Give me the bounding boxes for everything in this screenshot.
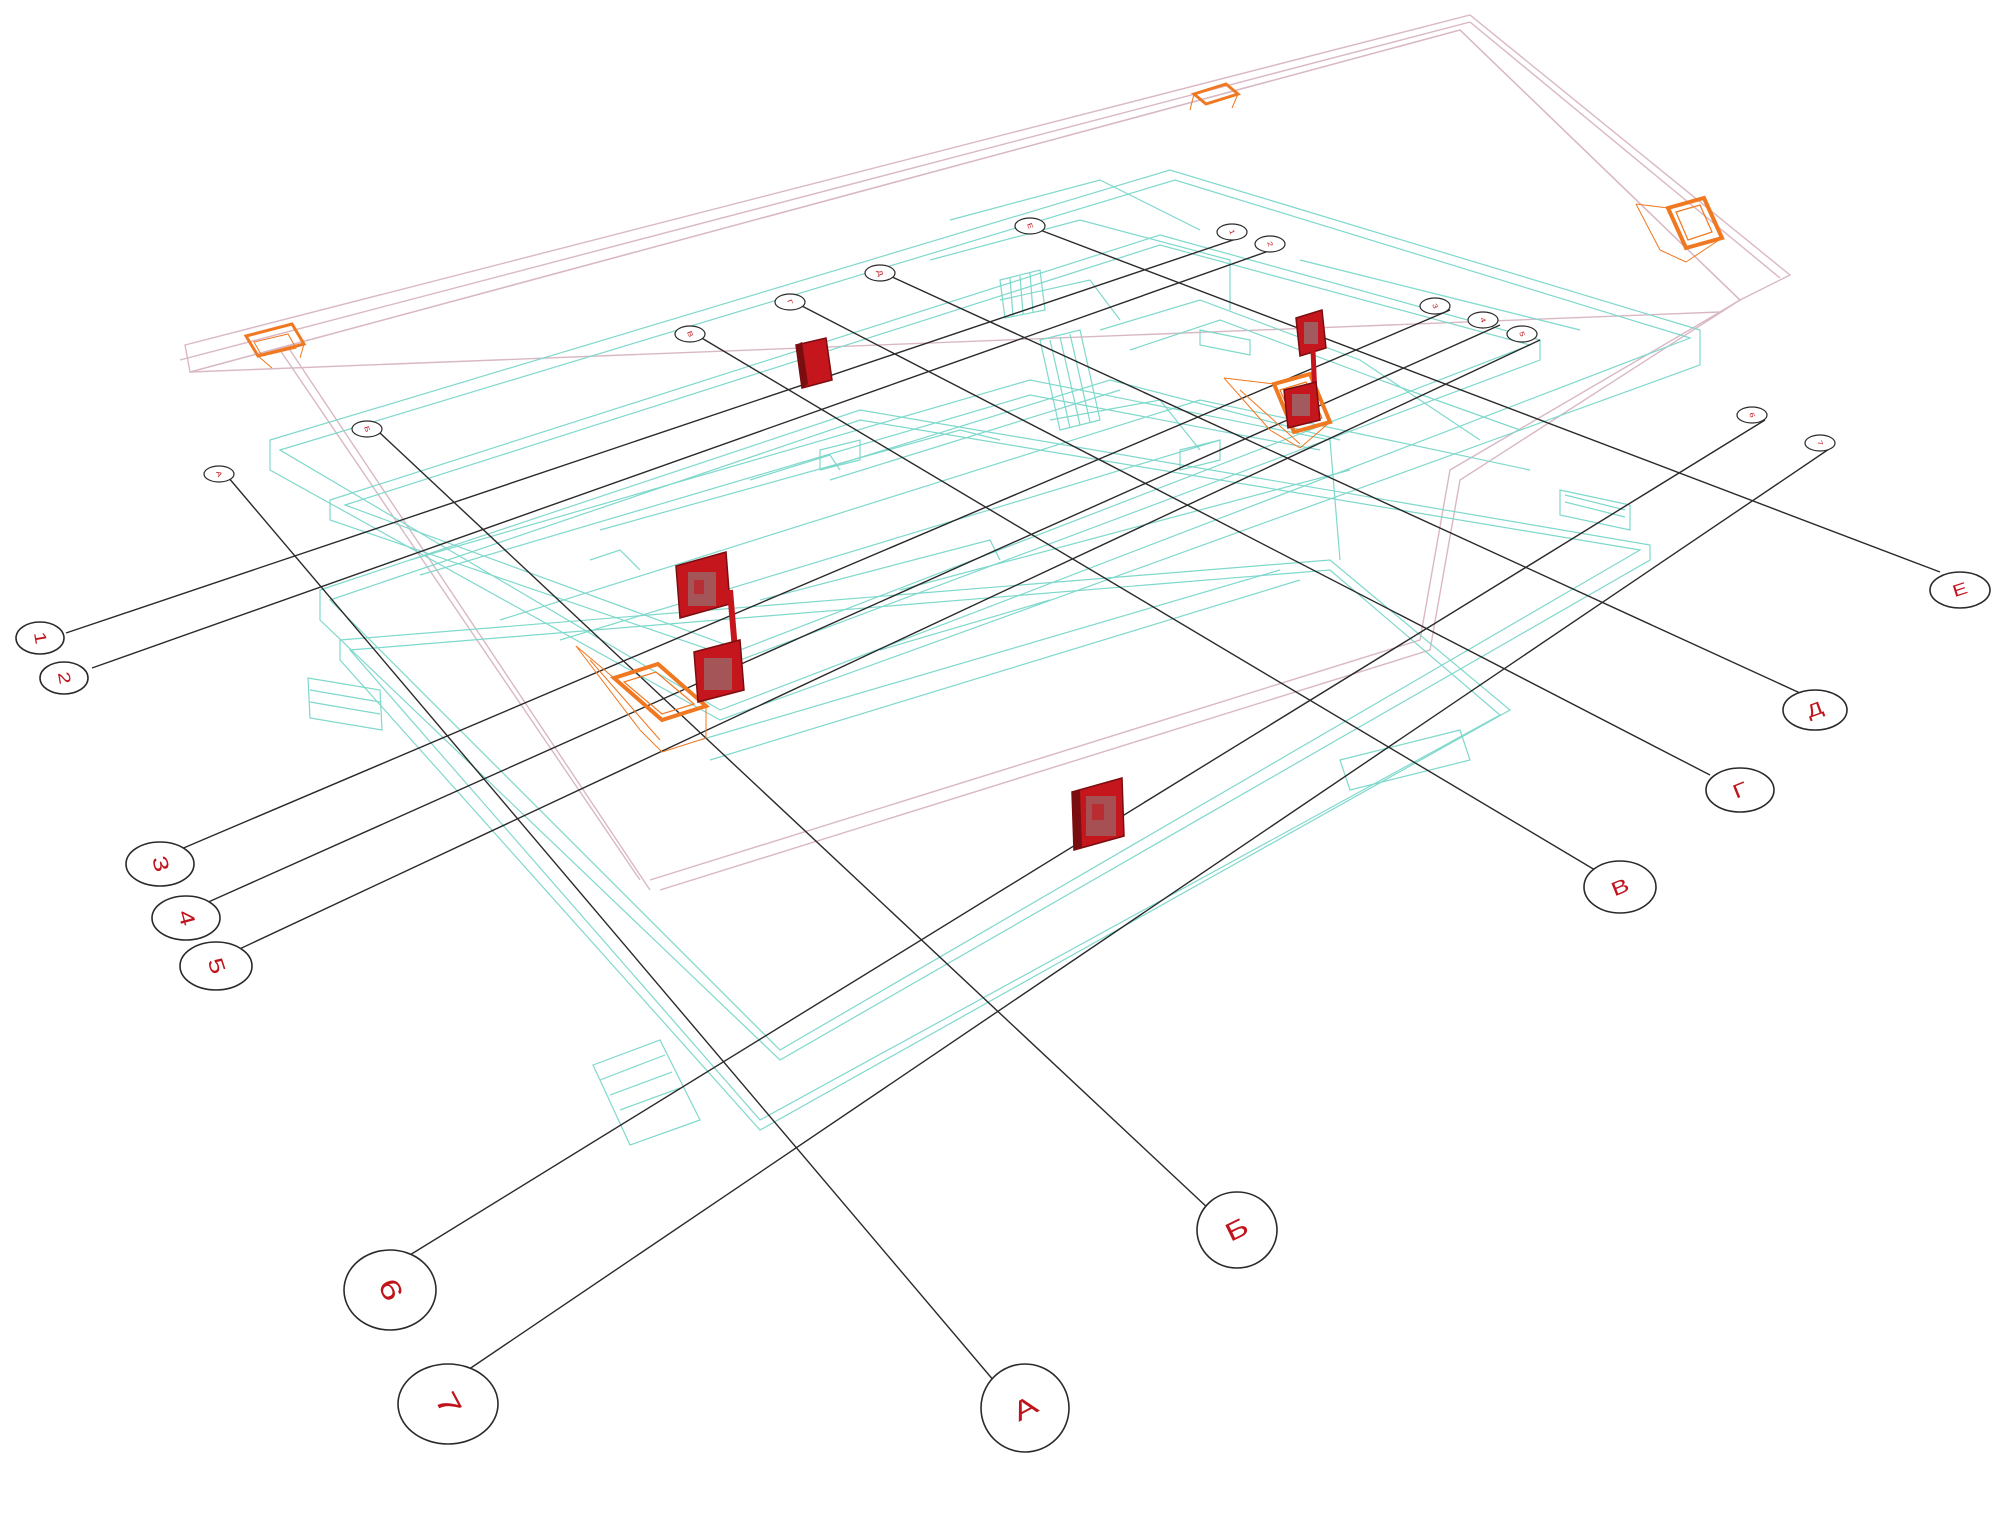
far-marker-Д: Д xyxy=(864,264,896,282)
far-axis-markers: 1 2 3 4 5 6 7А Б В Г Д Е xyxy=(203,217,1836,483)
axis-line-А xyxy=(227,476,1001,1389)
axis-line-5 xyxy=(215,339,1541,961)
axis-line-Е xyxy=(1039,229,1941,573)
fire-hose-cabinet-icon xyxy=(795,337,833,389)
far-marker-Г: Г xyxy=(774,293,806,311)
axis-bubbles: 1 2 3 4 5 6 7 А Б В Г Д Е xyxy=(15,571,1991,1453)
axis-line-Б xyxy=(379,432,1211,1211)
far-marker-Е: Е xyxy=(1014,217,1046,235)
roof-hatch-icon xyxy=(1635,195,1725,263)
far-marker-Д-label: Д xyxy=(875,269,884,278)
far-marker-3: 3 xyxy=(1419,297,1451,315)
axis-bubble-1: 1 xyxy=(15,621,65,655)
far-marker-А-label: А xyxy=(214,470,223,479)
far-marker-5: 5 xyxy=(1506,325,1538,343)
far-marker-Г-label: Г xyxy=(786,298,795,306)
far-marker-Б: Б xyxy=(351,420,383,438)
axis-bubble-7: 7 xyxy=(397,1363,499,1445)
far-marker-7-label: 7 xyxy=(1816,439,1825,447)
far-marker-6: 6 xyxy=(1736,406,1768,424)
axis-line-2 xyxy=(91,246,1281,669)
axis-bubble-Г: Г xyxy=(1705,767,1775,813)
far-marker-А: А xyxy=(203,465,235,483)
axis-bubble-6: 6 xyxy=(343,1249,437,1331)
axis-line-Г xyxy=(799,304,1711,776)
fire-hose-cabinets xyxy=(675,309,1327,851)
axis-bubble-5: 5 xyxy=(179,941,253,991)
axis-line-1 xyxy=(65,235,1246,634)
axis-bubble-Д: Д xyxy=(1782,689,1848,731)
axis-bubble-5-label: 5 xyxy=(203,955,230,977)
fire-hose-cabinet-icon xyxy=(675,551,738,651)
far-marker-6-label: 6 xyxy=(1748,411,1757,419)
axis-bubble-1-label: 1 xyxy=(30,630,51,645)
roof-hatch-icon xyxy=(575,645,710,753)
fire-hose-cabinet-icon xyxy=(1071,777,1125,851)
axis-line-Д xyxy=(889,275,1801,694)
far-marker-1: 1 xyxy=(1216,223,1248,241)
axis-bubble-Е-label: Е xyxy=(1950,579,1970,601)
roof-hatch-icon xyxy=(243,322,307,369)
axis-bubble-3: 3 xyxy=(125,841,195,887)
roof-slab-outline xyxy=(179,14,1792,891)
roof-hatch-icon xyxy=(1189,82,1242,111)
axis-line-В xyxy=(699,336,1601,874)
far-marker-7: 7 xyxy=(1804,434,1836,452)
axis-bubble-В: В xyxy=(1583,860,1657,914)
far-marker-4: 4 xyxy=(1467,311,1499,329)
axis-bubble-2: 2 xyxy=(39,661,89,695)
axis-bubble-2-label: 2 xyxy=(54,670,75,685)
far-marker-1-label: 1 xyxy=(1228,228,1237,236)
axis-line-3 xyxy=(159,309,1451,859)
far-marker-В: В xyxy=(674,325,706,343)
far-marker-Б-label: Б xyxy=(362,425,371,433)
far-marker-Е-label: Е xyxy=(1025,222,1034,230)
axis-bubble-4-label: 4 xyxy=(173,908,199,929)
far-marker-3-label: 3 xyxy=(1431,302,1440,310)
axis-bubble-Е: Е xyxy=(1929,571,1991,609)
axis-bubble-Б: Б xyxy=(1196,1191,1278,1269)
fire-hose-cabinet-icon xyxy=(1283,381,1321,429)
axis-bubble-4: 4 xyxy=(151,895,221,941)
far-marker-2-label: 2 xyxy=(1266,240,1275,248)
axis-bubble-3-label: 3 xyxy=(147,854,173,875)
axis-line-4 xyxy=(185,324,1501,913)
far-marker-2: 2 xyxy=(1254,235,1286,253)
far-marker-4-label: 4 xyxy=(1479,316,1488,324)
far-marker-В-label: В xyxy=(685,330,694,338)
grid-axis-lines xyxy=(65,229,1941,1389)
roof-hatches xyxy=(243,82,1725,753)
axis-bubble-А: А xyxy=(980,1363,1070,1453)
axis-bubble-Д-label: Д xyxy=(1804,698,1826,722)
fire-hose-cabinet-icon xyxy=(693,639,745,703)
far-marker-5-label: 5 xyxy=(1518,330,1527,338)
